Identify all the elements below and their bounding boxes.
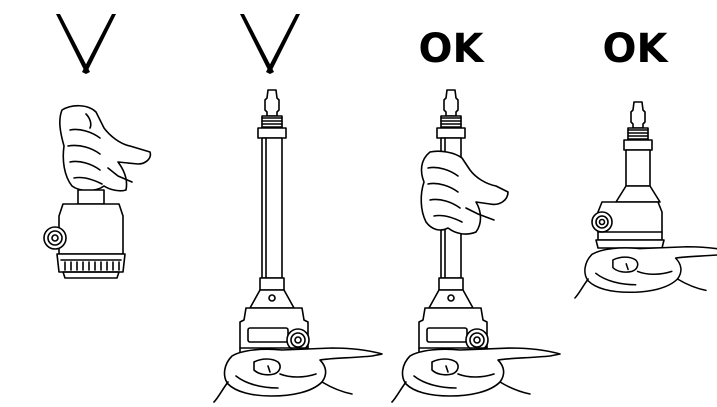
cross-icon (56, 14, 116, 74)
housing (592, 202, 664, 248)
hand-gripping-top (60, 106, 151, 191)
ok-label: OK (419, 26, 486, 72)
hand-under-housing (392, 348, 560, 402)
neck (78, 190, 104, 204)
panel-2-hand-under-housing-only (214, 14, 382, 402)
hand-gripping-tube (421, 151, 508, 234)
hand-under-housing (575, 247, 717, 298)
probe (250, 90, 294, 308)
panel-1-hand-on-top (44, 14, 150, 278)
cross-icon (240, 14, 300, 74)
panel-4-ok-short-unit: OK (575, 26, 717, 298)
panel-3-ok-grip: OK (392, 26, 560, 402)
ok-label: OK (603, 26, 670, 72)
housing (44, 204, 125, 278)
hand-under-housing (214, 348, 382, 402)
short-probe (616, 102, 660, 202)
